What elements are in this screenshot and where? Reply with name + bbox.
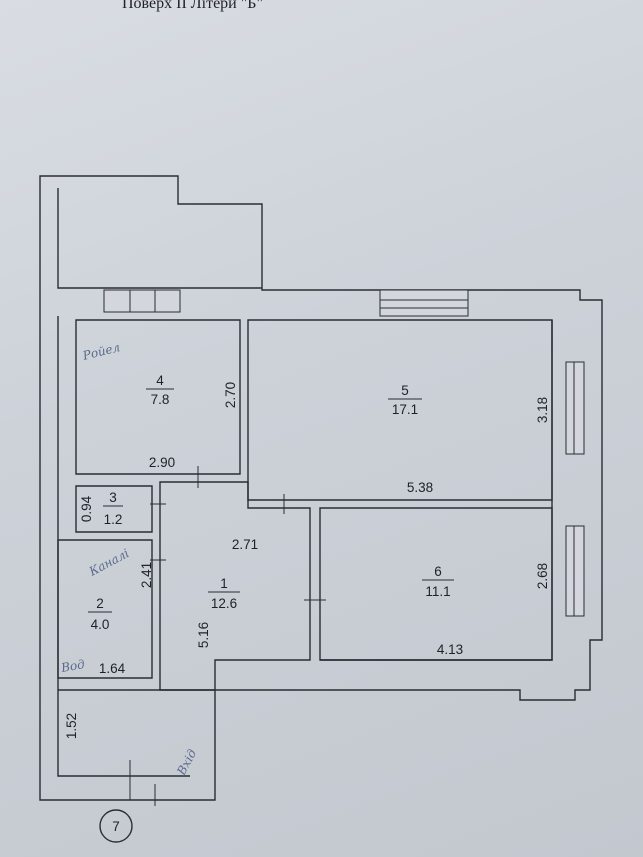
room-1-outline <box>159 481 311 691</box>
dim-room4-height: 2.70 <box>223 382 238 408</box>
room-3-label: 3 1.2 <box>103 490 123 527</box>
dim-room3-height: 0.94 <box>79 495 94 522</box>
dim-room4-width: 2.90 <box>149 455 175 470</box>
window-top-left <box>103 289 181 313</box>
room-outlines <box>57 319 553 806</box>
svg-text:1.2: 1.2 <box>104 512 123 527</box>
dim-room2-width: 1.64 <box>99 661 126 676</box>
dim-hall-height: 1.52 <box>64 713 79 739</box>
dim-room1-top: 2.71 <box>232 537 258 552</box>
svg-text:3: 3 <box>109 490 117 505</box>
room-6-label: 6 11.1 <box>422 564 454 599</box>
note-4: Вхід <box>174 747 200 779</box>
svg-text:2: 2 <box>96 596 104 611</box>
windows <box>103 289 585 617</box>
room-1-label: 1 12.6 <box>208 576 240 611</box>
svg-text:12.6: 12.6 <box>211 596 237 611</box>
dim-room5-width: 5.38 <box>407 480 433 495</box>
dim-room2-height: 2.41 <box>139 562 154 588</box>
svg-text:4: 4 <box>156 373 164 388</box>
window-top-right <box>379 289 469 317</box>
note-1: Ройел <box>80 340 121 363</box>
room-labels: 4 7.8 5 17.1 3 1.2 2 4.0 1 12.6 6 11.1 <box>88 373 454 632</box>
svg-text:11.1: 11.1 <box>425 584 450 599</box>
room-6-outline <box>319 507 553 661</box>
plan-title: Поверх II Літери "Б" <box>122 0 263 12</box>
svg-text:7.8: 7.8 <box>151 392 170 407</box>
svg-text:4.0: 4.0 <box>91 617 110 632</box>
room-4-outline <box>75 319 241 475</box>
note-2: Каналі <box>86 546 132 579</box>
dim-room1-height: 5.16 <box>196 622 211 648</box>
window-right-1 <box>565 361 585 455</box>
room-5-outline <box>247 319 553 501</box>
note-3: Вод <box>59 657 86 675</box>
svg-text:17.1: 17.1 <box>392 402 418 417</box>
room-2-outline <box>57 539 153 679</box>
svg-text:1: 1 <box>220 576 228 591</box>
dim-room6-width: 4.13 <box>437 642 463 657</box>
window-right-2 <box>565 525 585 617</box>
dim-room5-height: 3.18 <box>535 397 550 423</box>
svg-text:5: 5 <box>401 383 409 398</box>
svg-text:6: 6 <box>434 564 442 579</box>
marker-7: 7 <box>99 809 133 843</box>
dimension-labels: 2.70 3.18 2.90 5.38 0.94 2.71 2.41 2.68 … <box>64 382 550 739</box>
handwritten-notes: Ройел Каналі Вод Вхід <box>59 340 199 778</box>
svg-text:7: 7 <box>112 819 120 834</box>
outer-walls <box>39 175 603 801</box>
room-3-outline <box>75 485 153 533</box>
dim-room6-height: 2.68 <box>535 563 550 589</box>
room-5-label: 5 17.1 <box>388 383 422 417</box>
room-2-label: 2 4.0 <box>88 596 112 632</box>
room-4-label: 4 7.8 <box>146 373 174 407</box>
